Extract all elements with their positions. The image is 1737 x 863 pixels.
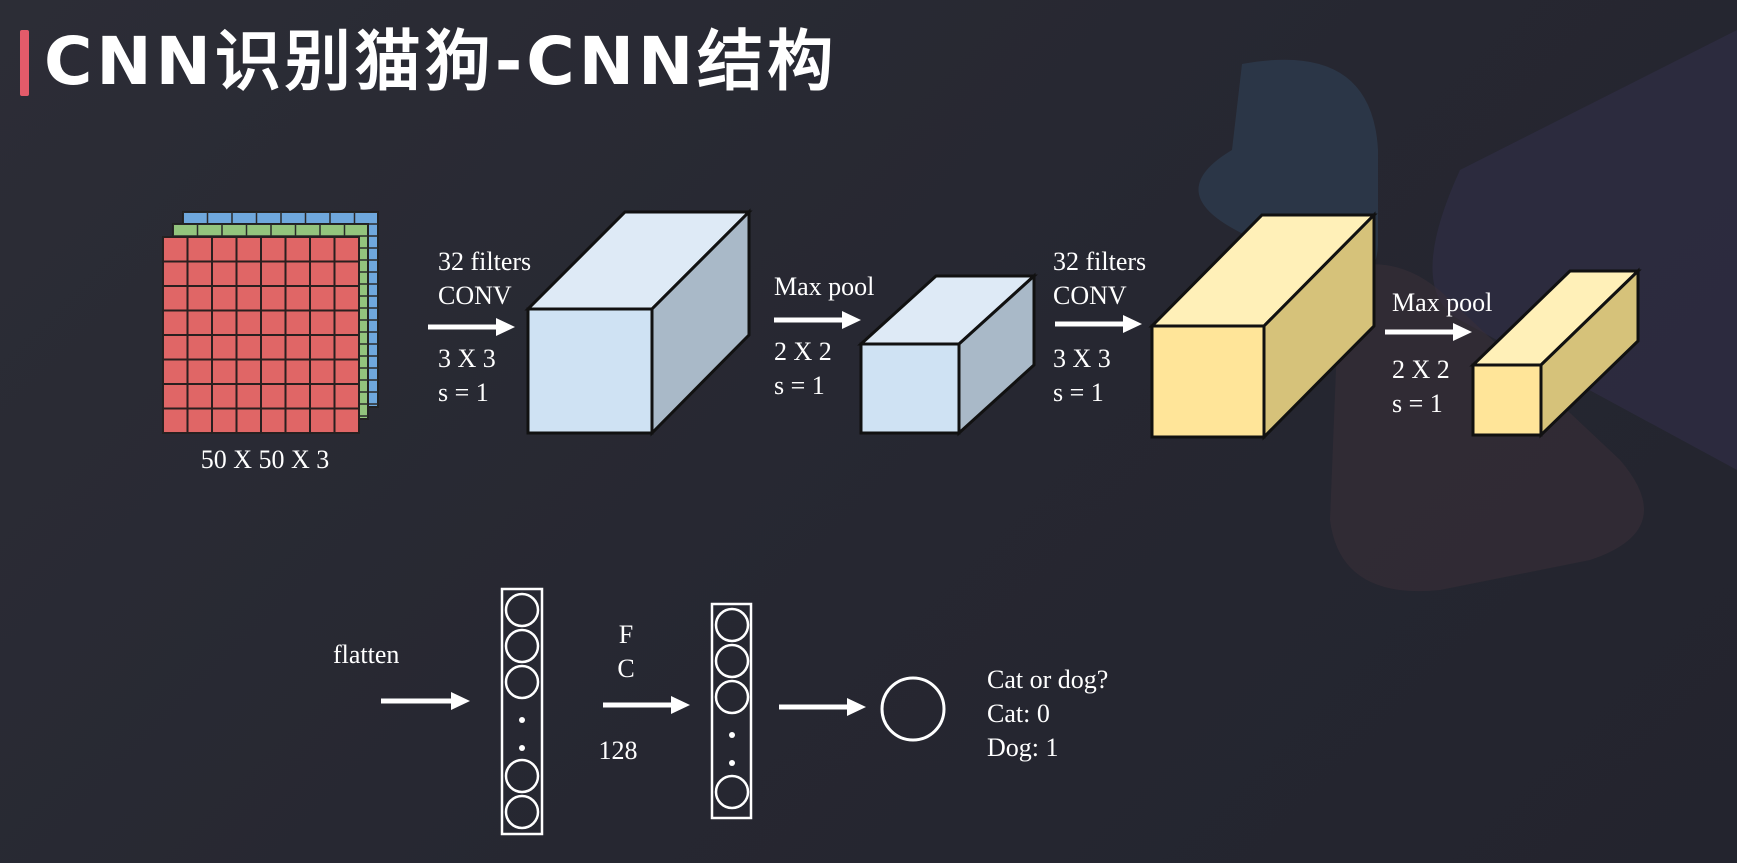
- input-size-label: 50 X 50 X 3: [201, 445, 330, 474]
- fc-layer: [710, 602, 753, 820]
- stage-4-sub-2: s = 1: [1392, 389, 1443, 418]
- flatten-layer: [500, 587, 544, 836]
- conv-2-volume: [1148, 211, 1378, 441]
- stage-2-sub-2: s = 1: [774, 371, 825, 400]
- stage-3-sub-1: 3 X 3: [1053, 344, 1111, 373]
- arrow-1-head: [496, 318, 515, 336]
- output-arrow-head: [847, 698, 866, 716]
- conv-1-volume: [524, 208, 753, 437]
- neuron: [504, 628, 540, 664]
- flatten-label: flatten: [333, 640, 399, 669]
- pool-2-volume: [1469, 267, 1642, 439]
- arrow-2-head: [842, 311, 861, 329]
- ellipsis-dot: [729, 760, 735, 766]
- pool-1-front-face: [859, 342, 961, 435]
- ellipsis-dot: [729, 732, 735, 738]
- arrow-3-head: [1123, 315, 1142, 333]
- flatten-arrow-head: [451, 692, 470, 710]
- pool-2-front-face: [1471, 363, 1543, 437]
- stage-pool-2: Max pool 2 X 2 s = 1: [1385, 288, 1492, 418]
- pool-1-volume: [857, 272, 1038, 437]
- input-volume: 50 X 50 X 3: [162, 211, 379, 474]
- neuron: [714, 643, 750, 679]
- stage-1-sub-1: 3 X 3: [438, 344, 496, 373]
- dense-section: flatten F C 128 Cat: [333, 587, 1108, 836]
- arrow-4-head: [1453, 323, 1472, 341]
- output-cat: Cat: 0: [987, 699, 1050, 728]
- fc-layer-frame: [710, 602, 753, 820]
- flatten-layer-frame: [500, 587, 544, 836]
- stage-1-line-1: 32 filters: [438, 247, 531, 276]
- stage-3-line-2: CONV: [1053, 281, 1127, 310]
- fc-arrow-head: [671, 696, 690, 714]
- ellipsis-dot: [519, 745, 525, 751]
- neuron: [504, 794, 540, 830]
- fc-letter-f: F: [619, 620, 633, 649]
- stage-4-sub-1: 2 X 2: [1392, 355, 1450, 384]
- neuron: [714, 679, 750, 715]
- stage-3-line-1: 32 filters: [1053, 247, 1146, 276]
- fc-units-label: 128: [599, 736, 638, 765]
- stage-3-sub-2: s = 1: [1053, 378, 1104, 407]
- stage-2-sub-1: 2 X 2: [774, 337, 832, 366]
- output-neuron: [880, 676, 946, 742]
- neuron: [714, 774, 750, 810]
- fc-letter-c: C: [617, 654, 634, 683]
- neuron: [504, 664, 540, 700]
- stage-conv-2: 32 filters CONV 3 X 3 s = 1: [1053, 247, 1146, 407]
- stage-4-line-1: Max pool: [1392, 288, 1492, 317]
- stage-1-line-2: CONV: [438, 281, 512, 310]
- stage-conv-1: 32 filters CONV 3 X 3 s = 1: [428, 247, 531, 407]
- ellipsis-dot: [519, 717, 525, 723]
- stage-pool-1: Max pool 2 X 2 s = 1: [774, 272, 874, 400]
- conv-1-front-face: [526, 307, 654, 435]
- neuron: [504, 758, 540, 794]
- title-accent-bar: [20, 30, 29, 96]
- conv-2-front-face: [1150, 324, 1266, 439]
- stage-2-line-1: Max pool: [774, 272, 874, 301]
- output-question: Cat or dog?: [987, 665, 1108, 694]
- page-title: CNN识别猫狗-CNN结构: [44, 23, 838, 100]
- stage-1-sub-2: s = 1: [438, 378, 489, 407]
- neuron: [714, 607, 750, 643]
- neuron: [504, 592, 540, 628]
- output-dog: Dog: 1: [987, 733, 1059, 762]
